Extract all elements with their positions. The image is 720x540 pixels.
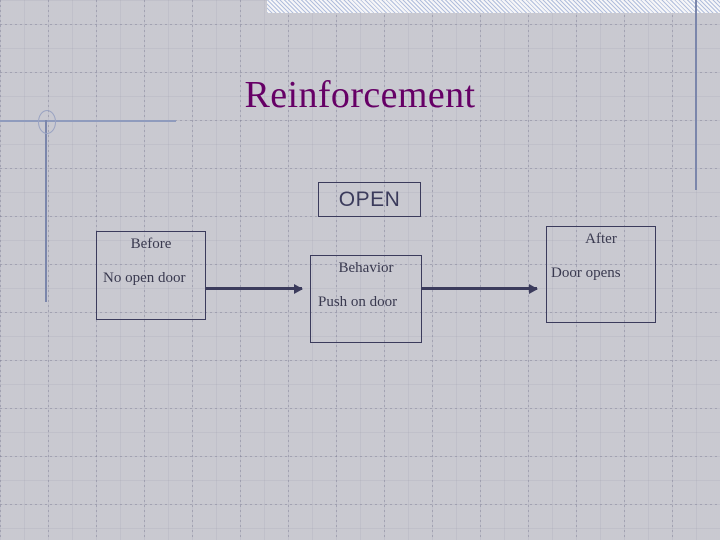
after-box-body: Door opens	[551, 265, 621, 281]
grid-line-horizontal	[0, 72, 720, 73]
grid-line-vertical	[48, 0, 49, 540]
grid-line-vertical	[384, 0, 385, 540]
grid-line-vertical	[288, 0, 289, 540]
hatched-header-band	[267, 0, 720, 13]
decorative-vertical-rule	[45, 120, 47, 302]
behavior-box-title: Behavior	[338, 260, 394, 276]
grid-line-vertical	[480, 0, 481, 540]
decorative-right-vertical-rule	[695, 0, 697, 190]
behavior-box-body: Push on door	[318, 294, 398, 310]
before-box: Before No open door	[96, 231, 206, 320]
grid-line-vertical	[432, 0, 433, 540]
before-box-title: Before	[130, 236, 172, 252]
behavior-box: Behavior Push on door	[310, 255, 422, 343]
grid-line-vertical	[192, 0, 193, 540]
grid-line-vertical	[528, 0, 529, 540]
grid-line-horizontal	[0, 120, 720, 121]
arrow-behavior-to-after-icon	[421, 283, 538, 294]
arrow-before-to-behavior-icon	[205, 283, 303, 294]
grid-line-vertical	[624, 0, 625, 540]
grid-line-vertical	[144, 0, 145, 540]
after-box-title: After	[585, 231, 617, 247]
decorative-circle	[38, 110, 56, 134]
grid-line-horizontal	[0, 504, 720, 505]
grid-line-horizontal	[0, 24, 720, 25]
grid-line-vertical	[336, 0, 337, 540]
grid-line-horizontal	[0, 264, 720, 265]
open-callout-label: OPEN	[338, 188, 401, 211]
grid-line-vertical	[0, 0, 1, 540]
grid-line-vertical	[672, 0, 673, 540]
before-box-body: No open door	[103, 270, 186, 286]
grid-line-horizontal	[0, 360, 720, 361]
grid-line-vertical	[576, 0, 577, 540]
grid-line-horizontal	[0, 168, 720, 169]
page-title: Reinforcement	[244, 74, 476, 116]
decorative-horizontal-rule	[0, 120, 176, 122]
grid-line-horizontal	[0, 456, 720, 457]
grid-line-horizontal	[0, 312, 720, 313]
grid-line-vertical	[240, 0, 241, 540]
open-callout-box: OPEN	[318, 182, 421, 217]
grid-line-horizontal	[0, 408, 720, 409]
after-box: After Door opens	[546, 226, 656, 323]
